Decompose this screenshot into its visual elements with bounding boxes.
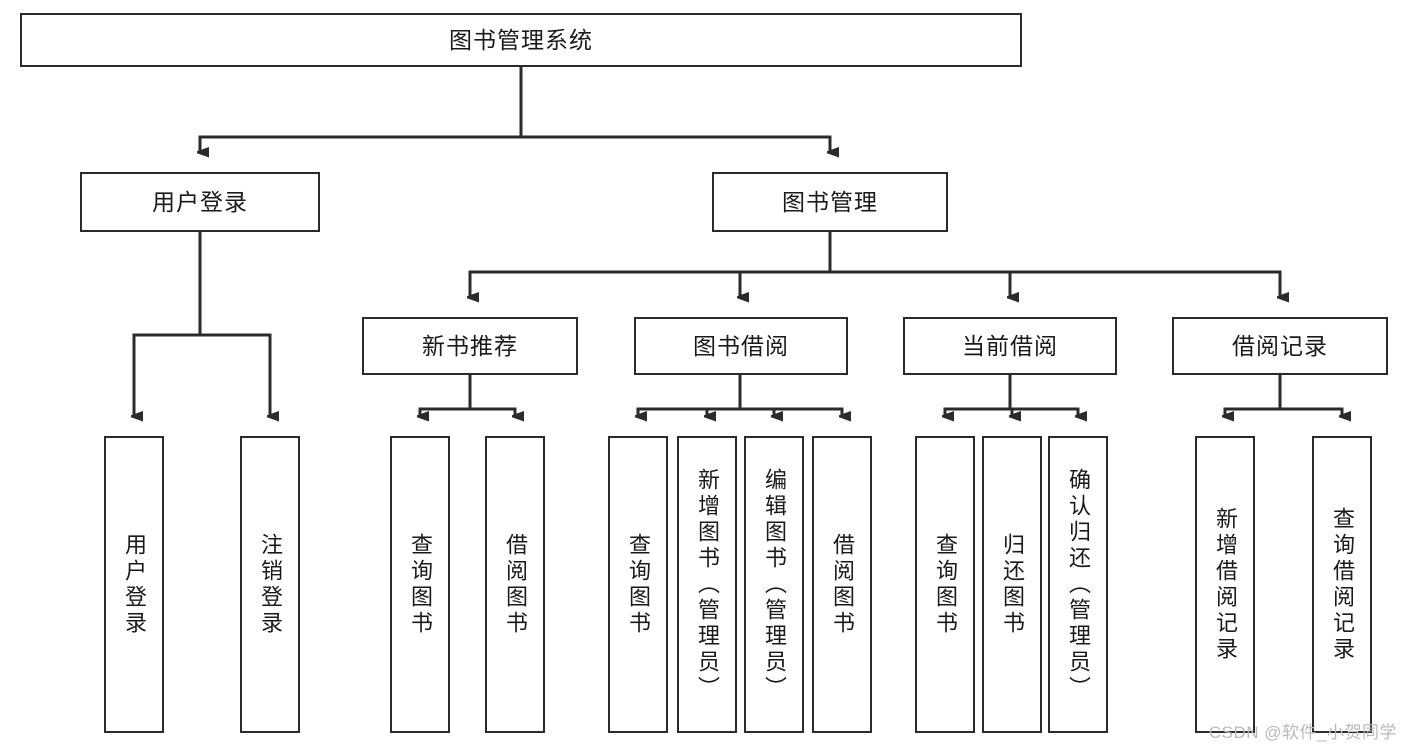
node-label: 查询借阅记录 [1330, 506, 1355, 663]
node-label: 图书管理 [782, 188, 878, 215]
node-label: 借阅图书 [830, 532, 855, 637]
node-label: 查询图书 [408, 532, 433, 637]
node-label: 新增借阅记录 [1213, 506, 1238, 663]
node-new-book-recommend[interactable]: 新书推荐 [362, 317, 578, 375]
node-label: 查询图书 [626, 532, 651, 637]
watermark-text: CSDN @软件_小贺同学 [1208, 723, 1397, 742]
node-label: 图书管理系统 [449, 26, 593, 53]
node-label: 用户登录 [152, 188, 248, 215]
leaf-current-confirm-return-admin[interactable]: 确认归还（管理员） [1048, 436, 1108, 733]
leaf-borrow-query-book[interactable]: 查询图书 [608, 436, 668, 733]
node-label: 借阅图书 [503, 532, 528, 637]
leaf-current-return-book[interactable]: 归还图书 [982, 436, 1042, 733]
node-book-borrow[interactable]: 图书借阅 [634, 317, 848, 375]
leaf-records-query-record[interactable]: 查询借阅记录 [1312, 436, 1372, 733]
leaf-current-query-book[interactable]: 查询图书 [915, 436, 975, 733]
node-borrow-records[interactable]: 借阅记录 [1172, 317, 1388, 375]
node-book-management[interactable]: 图书管理 [712, 172, 948, 232]
node-current-borrow[interactable]: 当前借阅 [903, 317, 1117, 375]
node-label: 查询图书 [933, 532, 958, 637]
leaf-user-login-login[interactable]: 用户登录 [104, 436, 164, 733]
node-label: 编辑图书（管理员） [762, 467, 787, 702]
leaf-user-login-logout[interactable]: 注销登录 [240, 436, 300, 733]
node-label: 新书推荐 [422, 332, 518, 359]
node-label: 图书借阅 [693, 332, 789, 359]
node-label: 确认归还（管理员） [1066, 467, 1091, 702]
node-label: 用户登录 [122, 532, 147, 637]
node-user-login[interactable]: 用户登录 [80, 172, 320, 232]
leaf-records-add-record[interactable]: 新增借阅记录 [1195, 436, 1255, 733]
leaf-borrow-borrow-book[interactable]: 借阅图书 [812, 436, 872, 733]
node-root-system[interactable]: 图书管理系统 [20, 13, 1022, 67]
node-label: 注销登录 [258, 532, 283, 637]
leaf-borrow-edit-book-admin[interactable]: 编辑图书（管理员） [744, 436, 804, 733]
node-label: 借阅记录 [1232, 332, 1328, 359]
leaf-new-book-borrow[interactable]: 借阅图书 [485, 436, 545, 733]
node-label: 归还图书 [1000, 532, 1025, 637]
node-label: 新增图书（管理员） [695, 467, 720, 702]
node-label: 当前借阅 [962, 332, 1058, 359]
leaf-new-book-query[interactable]: 查询图书 [390, 436, 450, 733]
leaf-borrow-add-book-admin[interactable]: 新增图书（管理员） [677, 436, 737, 733]
